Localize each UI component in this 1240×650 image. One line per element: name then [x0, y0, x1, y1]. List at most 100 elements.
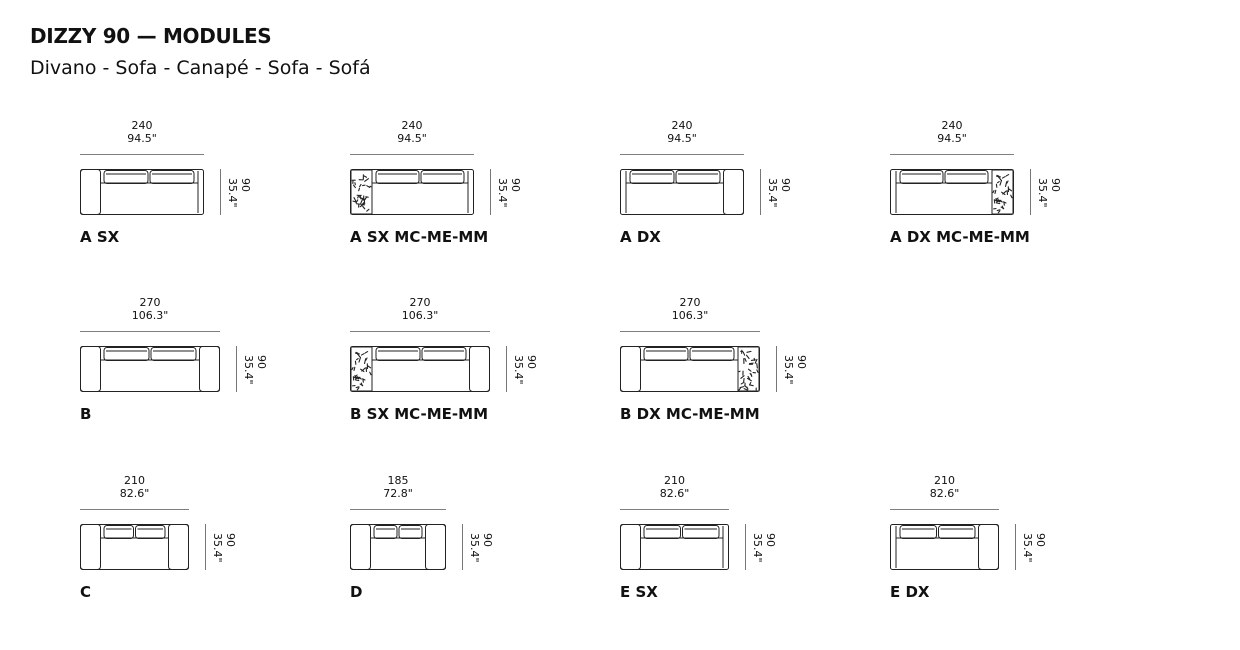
- marble-speck: [753, 357, 756, 361]
- right-armrest: [469, 346, 490, 392]
- marble-speck: [356, 387, 360, 391]
- marble-speck: [364, 351, 369, 354]
- marble-speck: [750, 373, 753, 378]
- marble-speck: [360, 198, 364, 204]
- marble-speck: [354, 379, 360, 382]
- marble-speck: [1010, 194, 1013, 199]
- depth-cm: 90: [764, 533, 777, 547]
- depth-cm: 90: [1034, 533, 1047, 547]
- width-cm: 240: [131, 119, 153, 132]
- marble-speck: [366, 208, 370, 212]
- depth-inches: 35.4": [211, 533, 224, 563]
- back-cushion-1: [899, 170, 944, 184]
- width-cm: 210: [934, 474, 955, 487]
- page-subtitle: Divano - Sofa - Canapé - Sofa - Sofá: [30, 57, 371, 79]
- marble-speck: [1000, 206, 1005, 210]
- marble-speck: [358, 194, 362, 198]
- marble-speck: [745, 354, 750, 360]
- marble-speck: [361, 198, 366, 200]
- sofa-plan-drawing: [620, 331, 777, 392]
- sofa-body: [890, 169, 1014, 215]
- width-inches: 94.5": [667, 132, 697, 145]
- marble-speck: [359, 183, 362, 188]
- sofa-outline: [80, 346, 220, 392]
- marble-speck: [996, 174, 1000, 177]
- marble-speck: [355, 351, 359, 354]
- marble-speck: [355, 386, 360, 389]
- sofa-body: [620, 524, 729, 570]
- width-inches: 94.5": [397, 132, 427, 145]
- depth-cm: 90: [481, 533, 494, 547]
- module-name: A DX: [620, 228, 661, 246]
- depth-cm: 90: [795, 355, 808, 369]
- marble-speck: [1005, 174, 1010, 177]
- depth-cm: 90: [224, 533, 237, 547]
- marble-speck: [352, 184, 356, 189]
- back-cushion-1: [629, 170, 675, 184]
- sofa-outline: [80, 524, 189, 570]
- back-cushion-1: [103, 347, 150, 361]
- marble-speck: [747, 375, 751, 380]
- marble-speck: [362, 205, 366, 210]
- marble-speck: [744, 357, 747, 362]
- marble-speck: [358, 356, 362, 363]
- width-inches: 106.3": [671, 309, 709, 322]
- marble-speck: [352, 200, 357, 203]
- marble-speck: [359, 383, 364, 387]
- back-cushion-1: [899, 525, 937, 539]
- width-cm: 210: [124, 474, 145, 487]
- width-cm: 240: [941, 119, 963, 132]
- module-name: D: [350, 583, 363, 601]
- marble-speck: [749, 384, 754, 387]
- back-cushion-2: [682, 525, 720, 539]
- right-armrest: [425, 524, 446, 570]
- marble-speck: [358, 187, 360, 192]
- marble-speck: [353, 197, 357, 203]
- depth-inches: 35.4": [766, 178, 779, 208]
- sofa-plan-drawing: [350, 331, 507, 392]
- marble-speck: [756, 369, 759, 373]
- marble-speck: [366, 185, 371, 188]
- marble-speck: [748, 381, 752, 386]
- left-armrest: [80, 169, 101, 215]
- sofa-body: [890, 524, 999, 570]
- marble-speck: [357, 195, 359, 199]
- back-cushion-2: [944, 170, 989, 184]
- page-title: DIZZY 90 — MODULES: [30, 24, 272, 48]
- sofa-outline: [620, 169, 744, 215]
- marble-speck: [997, 180, 1000, 184]
- sofa-outline: [890, 524, 999, 570]
- right-armrest: [168, 524, 189, 570]
- sofa-plan-drawing: [890, 509, 1016, 570]
- sofa-plan-drawing: [890, 154, 1031, 215]
- marble-speck: [356, 357, 359, 361]
- left-armrest: [350, 524, 371, 570]
- back-cushion-2: [135, 525, 166, 539]
- marble-speck: [999, 179, 1003, 186]
- back-cushion-1: [375, 347, 421, 361]
- depth-inches: 35.4": [226, 178, 239, 208]
- depth-cm: 90: [239, 178, 252, 192]
- marble-speck: [367, 365, 372, 369]
- back-cushion-2: [420, 170, 465, 184]
- depth-inches: 35.4": [1021, 533, 1034, 563]
- marble-speck: [356, 376, 362, 380]
- sofa-plan-drawing: [350, 154, 491, 215]
- marble-speck: [365, 357, 368, 361]
- marble-speck: [743, 388, 748, 391]
- marble-speck: [994, 189, 997, 194]
- marble-speck: [746, 377, 752, 382]
